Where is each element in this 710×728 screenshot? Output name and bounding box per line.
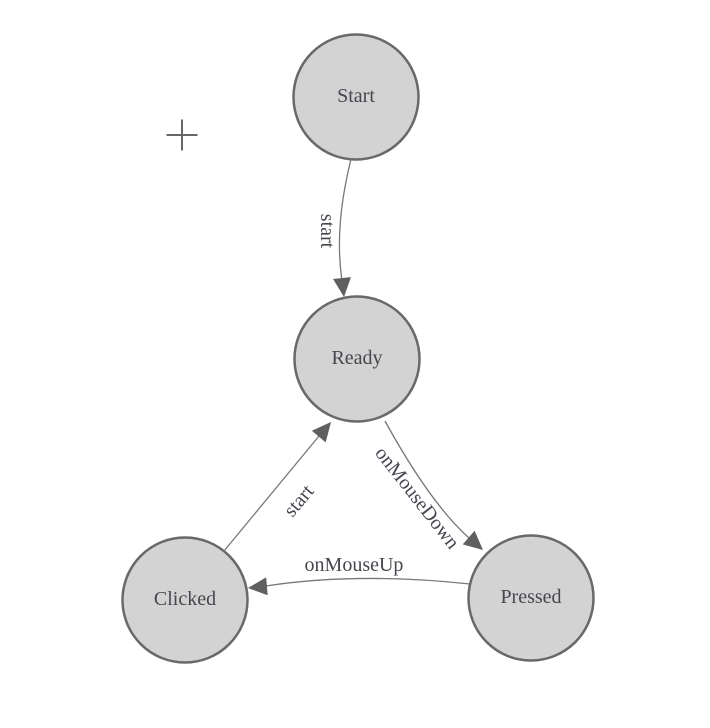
arrowhead-icon [311, 422, 331, 443]
node-label: Clicked [154, 588, 216, 610]
transition-line[interactable] [338, 158, 352, 282]
arrowhead-icon [248, 577, 268, 596]
transition-label: onMouseDown [370, 443, 463, 554]
transition-line[interactable] [223, 435, 320, 552]
arrowhead-icon [333, 277, 351, 297]
node-label: Start [337, 85, 375, 107]
node-circle[interactable] [292, 33, 420, 161]
node-circle[interactable] [467, 534, 595, 662]
transition-line[interactable] [384, 420, 470, 539]
state-node-start[interactable]: Start [292, 33, 420, 161]
transition-start-to-ready[interactable]: start [316, 158, 352, 297]
state-node-clicked[interactable]: Clicked [121, 536, 249, 664]
transition-clicked-to-ready[interactable]: start [223, 422, 331, 552]
node-circle[interactable] [121, 536, 249, 664]
node-circle[interactable] [293, 295, 421, 423]
transition-pressed-to-clicked[interactable]: onMouseUp [248, 554, 471, 596]
node-label: Ready [331, 347, 382, 369]
state-node-ready[interactable]: Ready [293, 295, 421, 423]
transition-label: onMouseUp [305, 554, 404, 576]
state-node-pressed[interactable]: Pressed [467, 534, 595, 662]
crosshair-cursor-icon [166, 119, 198, 151]
arrowhead-icon [462, 530, 483, 550]
transition-ready-to-pressed[interactable]: onMouseDown [370, 420, 483, 554]
node-label: Pressed [500, 586, 561, 608]
transition-line[interactable] [265, 577, 471, 587]
transition-label: start [316, 214, 338, 249]
transition-label: start [280, 480, 319, 521]
